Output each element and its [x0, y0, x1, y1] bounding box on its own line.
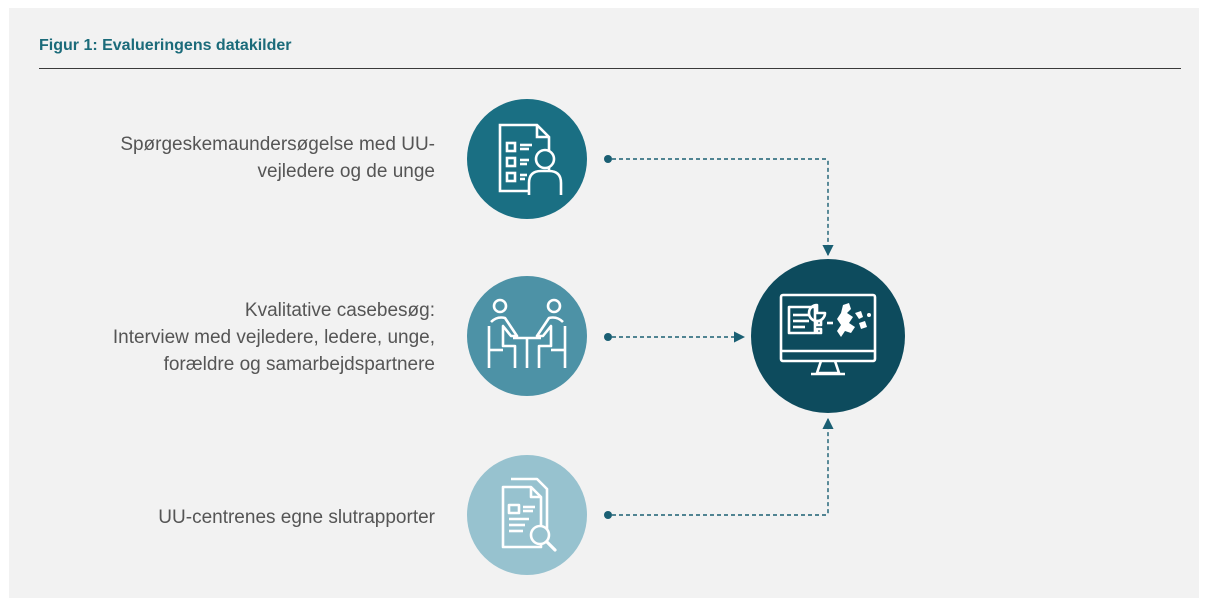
figure-panel — [9, 8, 1199, 598]
connector-arrow-survey — [612, 158, 834, 257]
source-label-line: Spørgeskemaundersøgelse med UU- — [120, 134, 435, 155]
figure-title: Figur 1: Evalueringens datakilder — [39, 37, 292, 54]
source-label-casevisits: Kvalitative casebesøg: Interview med vej… — [113, 297, 435, 378]
interview-circle — [467, 276, 587, 396]
source-label-line: Interview med vejledere, ledere, unge, — [112, 327, 435, 348]
report-search-icon — [501, 477, 557, 552]
source-label-line: UU-centrenes egne slutrapporter — [158, 507, 435, 528]
monitor-analysis-icon — [779, 293, 877, 376]
target-circle — [751, 259, 905, 413]
connector-dot-survey — [604, 155, 612, 163]
connector-dot-casevisits — [604, 333, 612, 341]
survey-circle — [467, 99, 587, 219]
connector-dot-reports — [604, 511, 612, 519]
source-label-survey: Spørgeskemaundersøgelse med UU- vejleder… — [120, 131, 435, 185]
title-divider — [39, 68, 1181, 69]
survey-person-icon — [498, 123, 563, 195]
connector-arrow-reports — [612, 417, 834, 516]
source-label-line: vejledere og de unge — [257, 161, 435, 182]
source-label-line: Kvalitative casebesøg: — [244, 300, 435, 321]
source-label-line: forældre og samarbejdspartnere — [163, 354, 435, 375]
source-label-reports: UU-centrenes egne slutrapporter — [158, 504, 435, 531]
interview-meeting-icon — [487, 298, 567, 368]
reports-circle — [467, 455, 587, 575]
